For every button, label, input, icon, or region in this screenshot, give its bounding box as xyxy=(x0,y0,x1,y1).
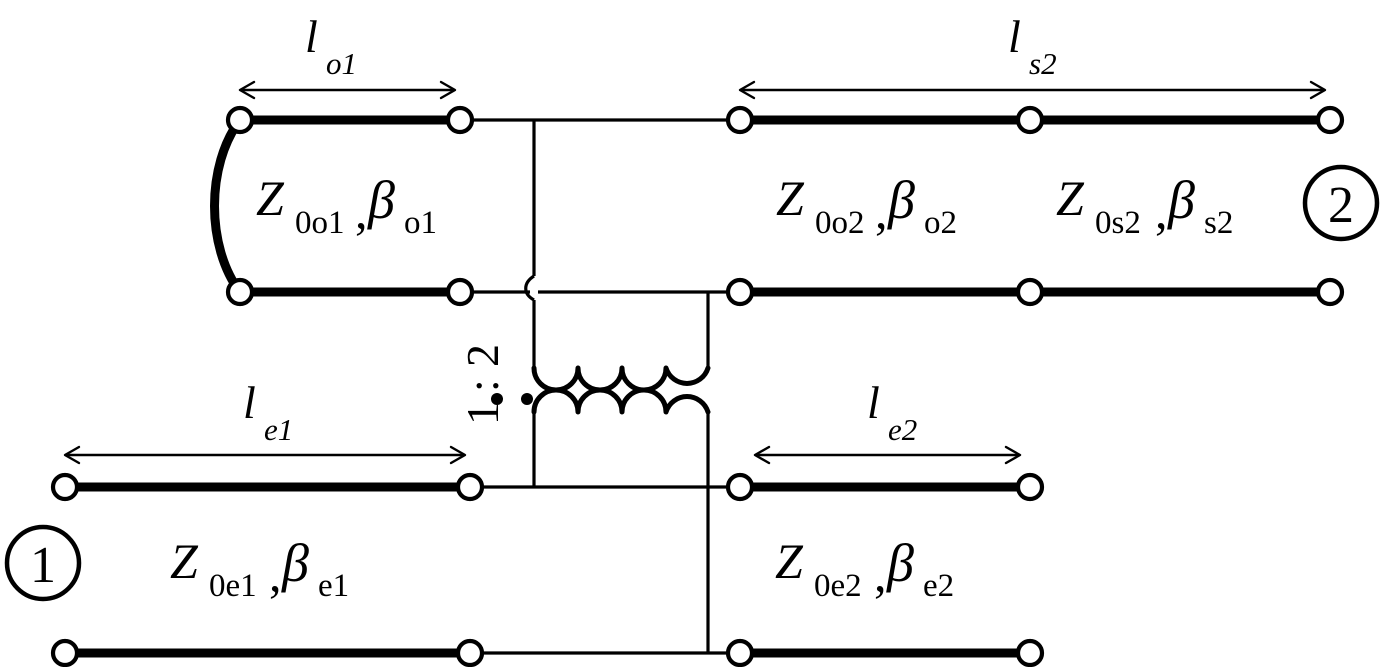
port-marker-2: 2 xyxy=(1302,164,1380,242)
beta-subscript: o1 xyxy=(404,205,437,241)
label-z0s2-beta-s2: Z 0s2 , β s2 xyxy=(1056,170,1233,241)
port-1-circle xyxy=(4,524,82,602)
beta-subscript: s2 xyxy=(1204,205,1233,241)
terminal-node xyxy=(725,472,755,502)
terminal-node xyxy=(725,638,755,667)
dim-le1-arrowhead-right xyxy=(449,445,467,465)
dim-le2-sub: e2 xyxy=(888,412,917,447)
terminal-node xyxy=(455,638,485,667)
port-2-label: 2 xyxy=(1328,177,1354,234)
dimension-ls2: l s2 xyxy=(738,11,1327,100)
ideal-transformer xyxy=(491,365,711,487)
z-symbol: Z xyxy=(776,170,805,226)
transformer-primary-winding xyxy=(531,365,711,393)
z-subscript: 0e1 xyxy=(209,568,257,604)
label-z0e1-beta-e1: Z 0e1 , β e1 xyxy=(170,533,349,604)
beta-symbol: β xyxy=(1167,170,1195,230)
port-1-label: 1 xyxy=(30,537,56,594)
z-subscript: 0o1 xyxy=(295,205,345,241)
z-comma: , xyxy=(874,546,887,602)
terminal-node xyxy=(50,638,80,667)
terminal-node xyxy=(1015,105,1045,135)
dim-le2-main: l xyxy=(867,377,880,428)
z-symbol: Z xyxy=(170,533,199,589)
transformer-secondary-winding xyxy=(531,387,711,415)
terminal-node xyxy=(725,277,755,307)
z-comma: , xyxy=(355,183,368,239)
dim-le1-arrowhead-left xyxy=(63,445,81,465)
turns-ratio-colon: : xyxy=(457,379,508,392)
transformer-turns-ratio: 1 : 2 xyxy=(457,344,508,425)
dim-ls2-arrowhead-right xyxy=(1309,80,1327,100)
z-comma: , xyxy=(1155,183,1168,239)
dim-ls2-arrowhead-left xyxy=(738,80,756,100)
beta-symbol: β xyxy=(886,533,914,593)
beta-symbol: β xyxy=(887,170,915,230)
terminal-node xyxy=(1015,638,1045,667)
beta-subscript: e2 xyxy=(923,568,954,604)
beta-symbol: β xyxy=(281,533,309,593)
terminal-node xyxy=(445,105,475,135)
terminal-node xyxy=(225,277,255,307)
dim-lo1-arrowhead-left xyxy=(238,80,256,100)
label-z0e2-beta-e2: Z 0e2 , β e2 xyxy=(775,533,954,604)
dim-le2-arrowhead-left xyxy=(753,445,771,465)
z-symbol: Z xyxy=(256,170,285,226)
terminal-node xyxy=(445,277,475,307)
dim-le1-main: l xyxy=(243,377,256,428)
dim-lo1-sub: o1 xyxy=(326,46,357,81)
dim-ls2-main: l xyxy=(1008,11,1021,62)
label-z0o2-beta-o2: Z 0o2 , β o2 xyxy=(776,170,957,241)
beta-subscript: o2 xyxy=(924,205,957,241)
z-subscript: 0o2 xyxy=(815,205,865,241)
terminal-node xyxy=(1015,277,1045,307)
z-subscript: 0e2 xyxy=(814,568,862,604)
terminal-node xyxy=(1315,277,1345,307)
terminal-node xyxy=(1015,472,1045,502)
z-subscript: 0s2 xyxy=(1095,205,1141,241)
terminal-node xyxy=(225,105,255,135)
terminal-node xyxy=(455,472,485,502)
dim-lo1-arrowhead-right xyxy=(439,80,457,100)
turns-ratio-right: 2 xyxy=(457,344,508,367)
label-z0o1-beta-o1: Z 0o1 , β o1 xyxy=(256,170,437,241)
dim-ls2-sub: s2 xyxy=(1029,46,1057,81)
beta-subscript: e1 xyxy=(318,568,349,604)
z-comma: , xyxy=(269,546,282,602)
dimension-le2: l e2 xyxy=(753,377,1022,465)
terminal-node xyxy=(725,105,755,135)
z-comma: , xyxy=(875,183,888,239)
polarity-dot-primary xyxy=(491,393,503,405)
terminal-node xyxy=(50,472,80,502)
z-symbol: Z xyxy=(1056,170,1085,226)
z-symbol: Z xyxy=(775,533,804,589)
port-marker-1: 1 xyxy=(4,524,82,602)
dimension-le1: l e1 xyxy=(63,377,467,465)
dimension-lo1: l o1 xyxy=(238,11,457,100)
dim-lo1-main: l xyxy=(305,11,318,62)
terminal-node xyxy=(1315,105,1345,135)
port-2-circle xyxy=(1302,164,1380,242)
dim-le1-sub: e1 xyxy=(264,412,293,447)
beta-symbol: β xyxy=(367,170,395,230)
polarity-dot-secondary xyxy=(521,393,533,405)
short-circuit-arc-left xyxy=(210,115,245,297)
wire-hop-crossover xyxy=(524,274,535,302)
turns-ratio-left: 1 xyxy=(457,402,508,425)
dim-le2-arrowhead-right xyxy=(1004,445,1022,465)
